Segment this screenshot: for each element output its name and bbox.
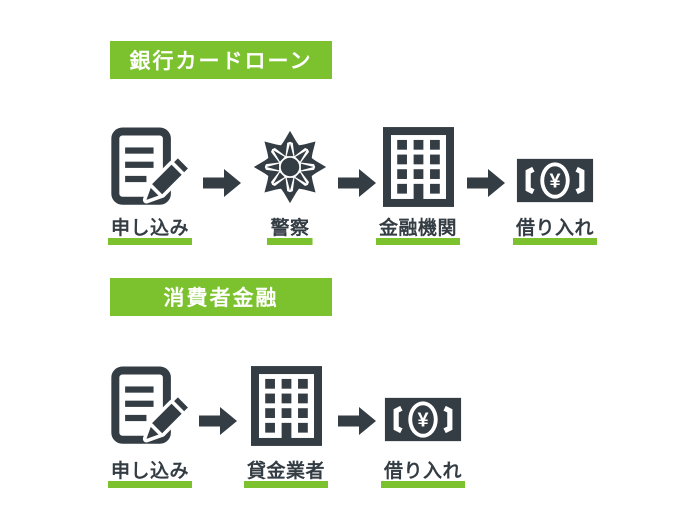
arrow-right-icon	[338, 407, 376, 435]
step-financial-institution: 金融機関	[358, 126, 478, 245]
step-police: 警察	[235, 126, 345, 245]
yen-banknote-icon: ¥	[363, 365, 483, 447]
lender-building-icon	[226, 365, 346, 447]
section-header-consumer-finance: 消費者金融	[110, 278, 332, 316]
application-form-icon	[90, 126, 210, 208]
step-borrowing: ¥ 借り入れ	[363, 365, 483, 488]
step-label: 申し込み	[107, 456, 192, 488]
police-emblem-icon	[235, 126, 345, 208]
step-label: 金融機関	[375, 213, 460, 245]
yen-banknote-icon: ¥	[495, 126, 615, 208]
section-header-label: 銀行カードローン	[129, 50, 313, 73]
section-header-label: 消費者金融	[163, 287, 279, 310]
step-application: 申し込み	[90, 126, 210, 245]
arrow-right-icon	[467, 169, 505, 197]
arrow-right-icon	[338, 169, 376, 197]
bank-building-icon	[358, 126, 478, 208]
step-borrowing: ¥ 借り入れ	[495, 126, 615, 245]
step-label: 警察	[267, 213, 313, 245]
application-form-icon	[90, 365, 210, 447]
step-money-lender: 貸金業者	[226, 365, 346, 488]
step-application: 申し込み	[90, 365, 210, 488]
step-label: 申し込み	[107, 213, 192, 245]
yen-symbol: ¥	[549, 170, 560, 192]
arrow-right-icon	[199, 407, 237, 435]
yen-symbol: ¥	[417, 409, 428, 431]
section-header-bank-card-loan: 銀行カードローン	[110, 41, 332, 79]
step-label: 借り入れ	[512, 213, 597, 245]
step-label: 借り入れ	[380, 456, 465, 488]
step-label: 貸金業者	[243, 456, 328, 488]
arrow-right-icon	[203, 169, 241, 197]
